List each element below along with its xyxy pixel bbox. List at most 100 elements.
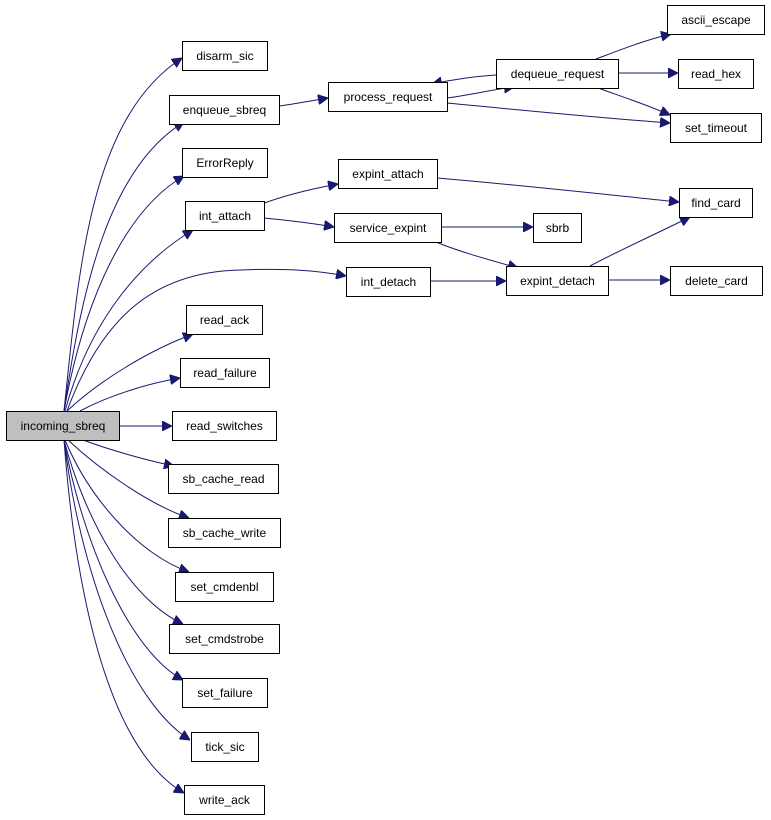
node-box bbox=[169, 95, 280, 125]
node-label: int_detach bbox=[361, 275, 416, 289]
node-box bbox=[533, 213, 582, 243]
node-disarm-sic[interactable]: disarm_sic bbox=[182, 41, 268, 71]
node-label: enqueue_sbreq bbox=[183, 103, 266, 117]
node-box bbox=[667, 5, 765, 35]
node-box bbox=[185, 201, 265, 231]
node-sb-cache-read[interactable]: sb_cache_read bbox=[168, 464, 279, 494]
node-label: dequeue_request bbox=[511, 67, 605, 81]
node-sbrb[interactable]: sbrb bbox=[533, 213, 582, 243]
node-errorreply[interactable]: ErrorReply bbox=[182, 148, 268, 178]
node-box bbox=[169, 624, 280, 654]
node-label: read_hex bbox=[691, 67, 741, 81]
node-box bbox=[172, 411, 277, 441]
node-set-cmdenbl[interactable]: set_cmdenbl bbox=[175, 572, 274, 602]
node-label: incoming_sbreq bbox=[21, 419, 106, 433]
node-box bbox=[678, 59, 754, 89]
node-set-failure[interactable]: set_failure bbox=[182, 678, 268, 708]
node-label: tick_sic bbox=[205, 740, 244, 754]
node-box bbox=[346, 267, 431, 297]
node-box bbox=[182, 41, 268, 71]
node-box bbox=[334, 213, 442, 243]
node-box bbox=[506, 266, 609, 296]
edge-incoming-sbreq-to-enqueue-sbreq bbox=[63, 122, 184, 412]
node-expint-attach[interactable]: expint_attach bbox=[338, 159, 438, 189]
node-label: read_ack bbox=[200, 313, 250, 327]
edge-incoming-sbreq-to-sb-cache-write bbox=[67, 439, 189, 518]
edge-int-attach-to-expint-attach bbox=[258, 184, 338, 206]
node-expint-detach[interactable]: expint_detach bbox=[506, 266, 609, 296]
node-service-expint[interactable]: service_expint bbox=[334, 213, 442, 243]
node-tick-sic[interactable]: tick_sic bbox=[191, 732, 259, 762]
node-box bbox=[175, 572, 274, 602]
edge-incoming-sbreq-to-read-failure bbox=[79, 378, 180, 412]
edge-expint-detach-to-find-card bbox=[589, 217, 690, 267]
edge-incoming-sbreq-to-write-ack bbox=[63, 439, 184, 793]
node-label: read_switches bbox=[186, 419, 263, 433]
node-set-cmdstrobe[interactable]: set_cmdstrobe bbox=[169, 624, 280, 654]
node-delete-card[interactable]: delete_card bbox=[670, 266, 763, 296]
node-label: set_cmdenbl bbox=[190, 580, 258, 594]
node-int-attach[interactable]: int_attach bbox=[185, 201, 265, 231]
node-label: service_expint bbox=[350, 221, 427, 235]
node-process-request[interactable]: process_request bbox=[328, 82, 448, 112]
edge-enqueue-sbreq-to-process-request bbox=[278, 98, 328, 107]
node-read-hex[interactable]: read_hex bbox=[678, 59, 754, 89]
node-read-failure[interactable]: read_failure bbox=[180, 358, 270, 388]
node-incoming-sbreq[interactable]: incoming_sbreq bbox=[6, 411, 120, 441]
node-box bbox=[180, 358, 270, 388]
node-label: set_failure bbox=[197, 686, 253, 700]
edge-incoming-sbreq-to-read-ack bbox=[66, 334, 193, 412]
edge-dequeue-request-to-ascii-escape bbox=[595, 34, 671, 60]
node-find-card[interactable]: find_card bbox=[679, 188, 753, 218]
edge-service-expint-to-expint-detach bbox=[435, 241, 518, 268]
node-write-ack[interactable]: write_ack bbox=[184, 785, 265, 815]
node-set-timeout[interactable]: set_timeout bbox=[670, 113, 762, 143]
nodes-layer: incoming_sbreq disarm_sic enqueue_sbreqErr… bbox=[6, 5, 765, 815]
node-box bbox=[182, 678, 268, 708]
edge-incoming-sbreq-to-errorreply bbox=[63, 176, 184, 412]
node-label: expint_attach bbox=[352, 167, 423, 181]
edge-incoming-sbreq-to-tick-sic bbox=[63, 439, 190, 740]
node-label: int_attach bbox=[199, 209, 251, 223]
node-box bbox=[191, 732, 259, 762]
edge-incoming-sbreq-to-int-detach bbox=[66, 268, 346, 412]
node-box bbox=[338, 159, 438, 189]
node-enqueue-sbreq[interactable]: enqueue_sbreq bbox=[169, 95, 280, 125]
node-int-detach[interactable]: int_detach bbox=[346, 267, 431, 297]
edge-incoming-sbreq-to-sb-cache-read bbox=[82, 439, 174, 466]
node-label: expint_detach bbox=[520, 274, 595, 288]
node-label: set_timeout bbox=[685, 121, 748, 135]
edge-int-attach-to-service-expint bbox=[263, 217, 334, 227]
node-box bbox=[328, 82, 448, 112]
node-label: delete_card bbox=[685, 274, 748, 288]
node-ascii-escape[interactable]: ascii_escape bbox=[667, 5, 765, 35]
node-sb-cache-write[interactable]: sb_cache_write bbox=[168, 518, 281, 548]
node-label: ErrorReply bbox=[196, 156, 253, 170]
edge-incoming-sbreq-to-set-cmdenbl bbox=[64, 439, 189, 572]
node-dequeue-request[interactable]: dequeue_request bbox=[496, 59, 619, 89]
node-label: disarm_sic bbox=[196, 49, 253, 63]
edges-layer bbox=[63, 34, 690, 793]
node-box bbox=[168, 518, 281, 548]
node-box bbox=[6, 411, 120, 441]
node-box bbox=[670, 113, 762, 143]
edge-incoming-sbreq-to-disarm-sic bbox=[63, 58, 182, 412]
node-label: ascii_escape bbox=[681, 13, 751, 27]
edge-incoming-sbreq-to-set-failure bbox=[63, 439, 183, 680]
node-box bbox=[184, 785, 265, 815]
node-box bbox=[168, 464, 279, 494]
edge-expint-attach-to-find-card bbox=[436, 177, 679, 202]
node-label: set_cmdstrobe bbox=[185, 632, 264, 646]
node-label: sbrb bbox=[546, 221, 570, 235]
node-box bbox=[182, 148, 268, 178]
node-read-ack[interactable]: read_ack bbox=[186, 305, 263, 335]
node-label: find_card bbox=[691, 196, 740, 210]
node-box bbox=[679, 188, 753, 218]
node-label: write_ack bbox=[198, 793, 251, 807]
node-label: sb_cache_write bbox=[183, 526, 267, 540]
node-box bbox=[186, 305, 263, 335]
node-read-switches[interactable]: read_switches bbox=[172, 411, 277, 441]
edge-process-request-to-set-timeout bbox=[446, 102, 670, 123]
node-label: read_failure bbox=[193, 366, 257, 380]
